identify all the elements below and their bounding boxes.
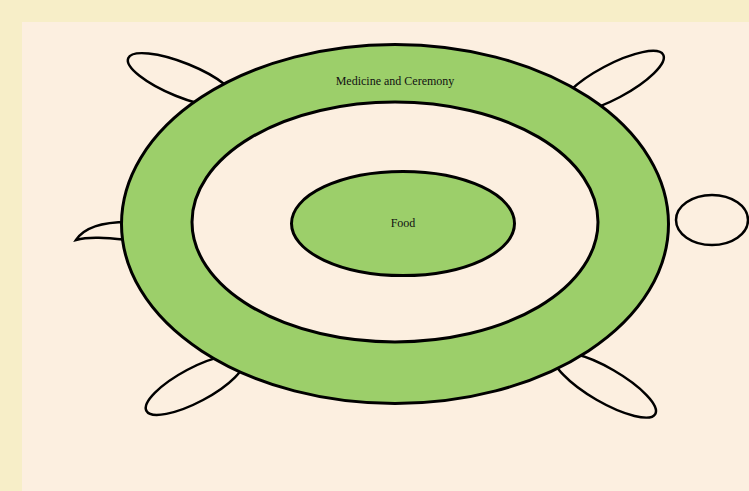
inner-ellipse: Food	[290, 170, 516, 277]
turtle-head	[676, 195, 748, 245]
node-label: Food	[391, 216, 416, 230]
node-label: Medicine and Ceremony	[336, 74, 455, 88]
outer-ring: Medicine and CeremonyFood	[120, 43, 670, 405]
